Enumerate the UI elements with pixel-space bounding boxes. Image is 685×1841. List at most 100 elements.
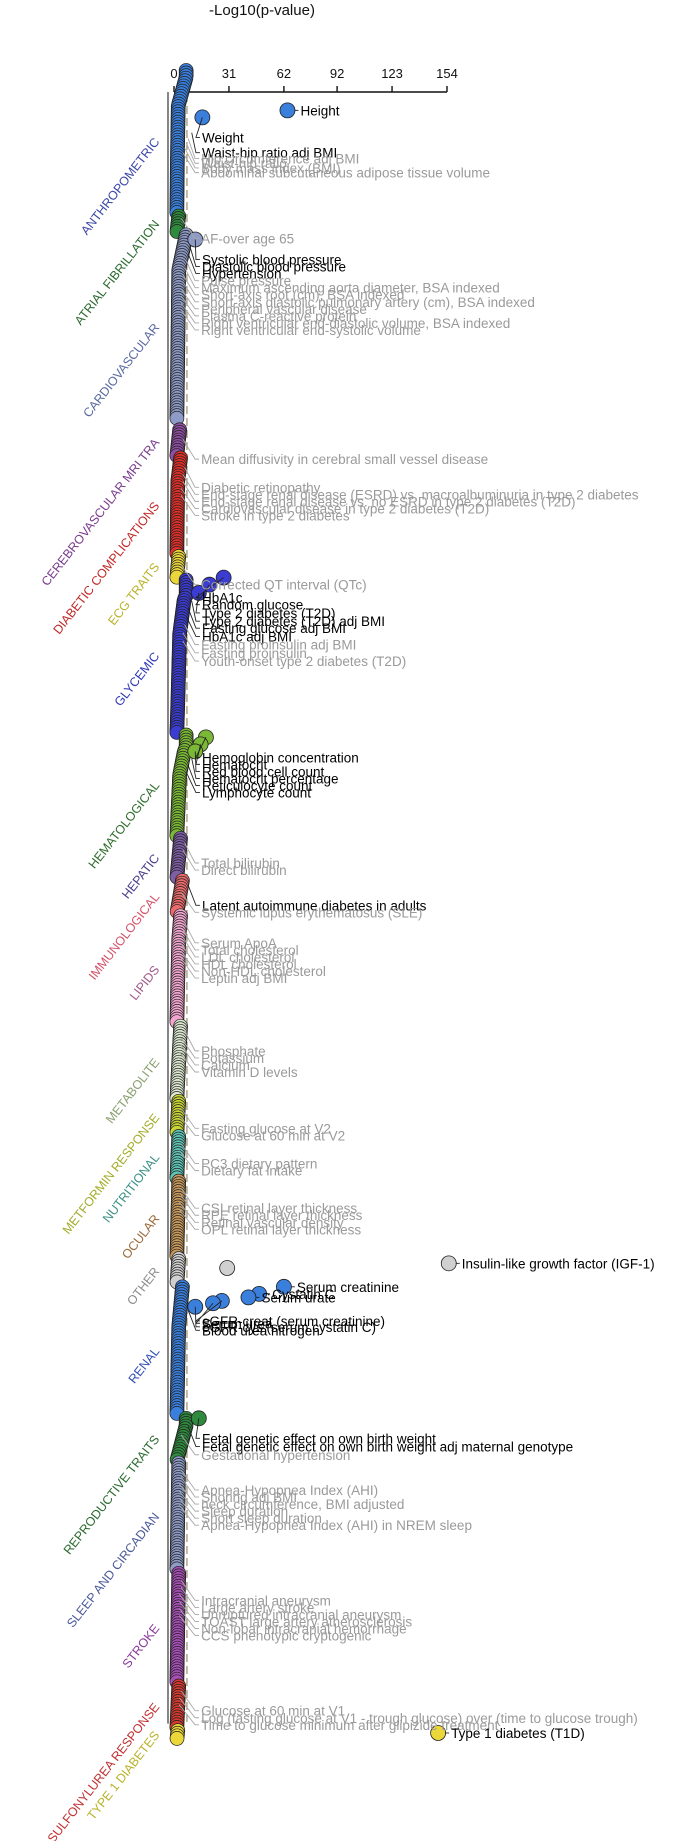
x-axis-title: -Log10(p-value) — [209, 2, 315, 19]
hit-label: Total bilirubin — [201, 856, 280, 871]
label-leader — [182, 274, 200, 296]
category-label: GLYCEMIC — [112, 650, 163, 709]
hit-label: HbA1c — [202, 591, 243, 606]
hit-label: Hematocrit — [202, 757, 268, 772]
hit-label: Glucose at 60 min at V1 — [201, 1704, 345, 1719]
hit-label: TOAST large artery atherosclerosis — [201, 1614, 412, 1629]
label-leader — [195, 117, 203, 138]
hit-label: Fasting proinsulin — [201, 646, 307, 661]
label-leader — [180, 1690, 200, 1712]
hit-label: Vitamin D levels — [201, 1065, 298, 1080]
hit-label: Short-axis root (cm), BSA indexed — [201, 288, 404, 303]
label-leader — [178, 1209, 200, 1230]
hit-label: Leptin adj BMI — [201, 971, 287, 986]
label-leader — [184, 1030, 200, 1052]
label-leader — [184, 267, 200, 289]
label-leader — [186, 616, 200, 637]
label-leader — [178, 1150, 200, 1172]
hit-label: Systemic lupus erythematosus (SLE) — [201, 905, 422, 920]
hit-label: LDL cholesterol — [201, 950, 294, 965]
category-label: STROKE — [120, 1622, 163, 1671]
category-label: LIPIDS — [127, 963, 162, 1003]
hit-label: Mean diffusivity in cerebral small vesse… — [201, 452, 488, 467]
x-tick-label: 62 — [277, 66, 291, 81]
hit-label: Systolic blood pressure — [202, 253, 342, 268]
label-leader — [178, 1601, 200, 1622]
hit-label: Fasting proinsulin adj BMI — [201, 638, 356, 653]
label-leader — [180, 892, 200, 913]
label-leader — [191, 601, 200, 622]
label-leader — [184, 467, 200, 488]
category-label: ECG TRAITS — [105, 560, 162, 628]
hit-label: Lymphocyte count — [202, 786, 311, 801]
label-leader — [178, 1483, 200, 1505]
hit-label: Serum creatinine — [297, 1280, 399, 1295]
label-leader — [180, 1580, 200, 1601]
label-leader — [180, 309, 200, 331]
hit-label: Fetal genetic effect on own birth weight… — [202, 1440, 573, 1455]
category-label: OTHER — [124, 1265, 162, 1308]
hit-label: Gestational hypertension — [201, 1448, 350, 1463]
hit-label: End-stage renal disease (ESRD) vs. macro… — [201, 487, 639, 502]
hit-label: Non-HDL cholesterol — [201, 964, 326, 979]
hit-label: Intracranial aneurysm — [201, 1593, 331, 1608]
label-leader — [180, 295, 200, 317]
hit-label: Waist-hip ratio — [201, 156, 287, 171]
label-leader — [180, 1044, 200, 1066]
x-tick-label: 0 — [170, 66, 177, 81]
hit-label: Potassium — [201, 1051, 264, 1066]
label-leader — [180, 957, 200, 979]
hit-label: Abdominal subcutaneous adipose tissue vo… — [201, 166, 490, 181]
x-tick-label: 154 — [436, 66, 458, 81]
hit-label: Latent autoimmune diabetes in adults — [202, 898, 427, 913]
label-leader — [195, 584, 210, 606]
hit-label: Stroke in type 2 diabetes — [201, 508, 350, 523]
label-leader — [189, 246, 200, 268]
label-leader — [195, 1418, 200, 1439]
hit-label: Plasma C-reactive protein — [201, 309, 356, 324]
hit-label: Glucose at 60 min at V2 — [201, 1128, 345, 1143]
label-leader — [180, 1037, 200, 1059]
hit-label: Waist-hip ratio adj BMI — [202, 146, 337, 161]
hit-label: Height — [300, 103, 339, 118]
hit-label: Log (fasting glucose at V1 - trough gluc… — [201, 1711, 638, 1726]
label-leader — [182, 438, 200, 460]
label-leader — [178, 1608, 200, 1629]
label-leader — [178, 1497, 200, 1519]
hit-label: HDL cholesterol — [201, 957, 297, 972]
hit-label: CCS phenotypic cryptogenic — [201, 1629, 372, 1644]
label-leader — [178, 1594, 200, 1615]
label-leader — [187, 138, 200, 159]
hit-label: Serum urea — [202, 1316, 273, 1331]
label-leader — [180, 1194, 200, 1216]
label-leader — [180, 564, 200, 586]
label-leader — [182, 632, 200, 654]
bubble-hit — [240, 1289, 257, 1306]
label-leader — [182, 281, 200, 303]
hit-label: Hypertension — [202, 267, 282, 282]
category-label: REPRODUCTIVE TRAITS — [61, 1433, 163, 1557]
hit-label: eGFR-cys (serum cystatin C) — [202, 1320, 376, 1335]
hit-label: Short sleep duration — [201, 1511, 322, 1526]
label-leader — [185, 260, 200, 282]
hit-label: Total cholesterol — [201, 943, 299, 958]
label-leader — [187, 253, 200, 275]
label-leader — [180, 1476, 200, 1498]
label-leader — [178, 1615, 200, 1637]
hit-label: Dietary fat intake — [201, 1164, 302, 1179]
hit-label: Unruptured intracranial aneurysm — [201, 1607, 401, 1622]
label-leader — [182, 474, 200, 495]
label-leader — [182, 936, 200, 958]
bubble — [169, 1731, 185, 1746]
hit-label: Serum ApoA — [201, 936, 277, 951]
x-tick-label: 92 — [330, 66, 344, 81]
hit-label: Phosphate — [201, 1044, 266, 1059]
label-leader — [182, 640, 200, 662]
hit-label: Cardiovascular disease in type 2 diabete… — [201, 501, 489, 516]
label-leader — [187, 608, 200, 629]
hit-label: Pulse pressure — [201, 274, 291, 289]
hit-label: Direct bilirubin — [201, 863, 287, 878]
label-leader — [184, 147, 200, 169]
hit-label: Hemoglobin concentration — [202, 750, 359, 765]
